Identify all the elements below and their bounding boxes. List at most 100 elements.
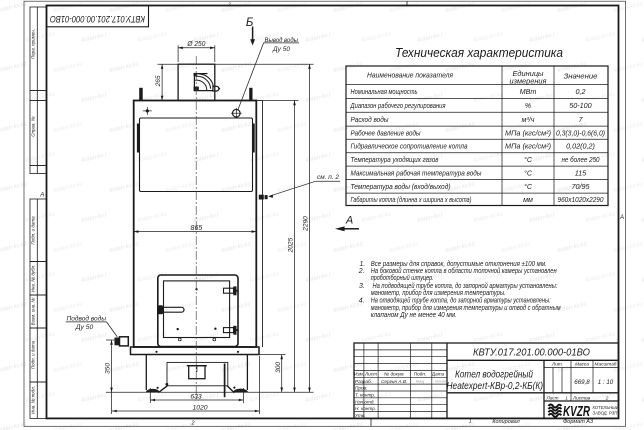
svg-text:На подводящей трубе котла, до: На подводящей трубе котла, до запорной а…	[373, 282, 558, 290]
svg-text:Максимальная рабочая температу: Максимальная рабочая температура воды	[351, 169, 483, 178]
svg-text:0,02(0,2): 0,02(0,2)	[566, 142, 595, 151]
svg-text:669,8: 669,8	[574, 379, 590, 386]
svg-text:Утв.: Утв.	[355, 413, 366, 418]
svg-text:Перв. примен.: Перв. примен.	[30, 29, 35, 59]
svg-text:Техническая характеристика: Техническая характеристика	[395, 45, 563, 60]
svg-text:Лист: Лист	[364, 372, 377, 377]
svg-text:865: 865	[191, 225, 203, 232]
svg-text:Инв. № дубл.: Инв. № дубл.	[30, 265, 35, 293]
svg-text:2: 2	[227, 1, 231, 6]
svg-text:50-100: 50-100	[569, 101, 591, 110]
svg-text:0,3(3,0)-0,6(6,0): 0,3(3,0)-0,6(6,0)	[556, 128, 605, 137]
svg-text:ЗАВОД. РЗП: ЗАВОД. РЗП	[593, 410, 619, 415]
svg-text:7: 7	[579, 115, 584, 124]
svg-text:Heatexpert-КВр-0,2-КБ(К): Heatexpert-КВр-0,2-КБ(К)	[447, 381, 544, 392]
svg-text:Пров.: Пров.	[355, 386, 367, 391]
svg-text:2: 2	[605, 395, 609, 400]
svg-text:1: 1	[469, 418, 472, 424]
svg-text:мм: мм	[523, 195, 533, 204]
svg-text:не более 250: не более 250	[562, 155, 600, 164]
svg-text:2: 2	[190, 421, 194, 427]
svg-text:1 : 10: 1 : 10	[598, 379, 614, 386]
svg-text:633: 633	[190, 393, 202, 400]
svg-text:Номинальная мощность: Номинальная мощность	[351, 87, 418, 96]
svg-text:2290: 2290	[303, 216, 310, 232]
svg-text:манометр, прибор для измерения: манометр, прибор для измерения температу…	[371, 289, 506, 297]
svg-text:м³/ч: м³/ч	[521, 115, 534, 124]
svg-text:°С: °С	[524, 155, 533, 164]
svg-text:измерения: измерения	[510, 77, 547, 86]
svg-text:115: 115	[575, 169, 587, 178]
svg-text:№ докум.: № докум.	[384, 372, 405, 377]
svg-text:манометр, прибор для измерения: манометр, прибор для измерения температу…	[371, 304, 561, 312]
svg-text:Рабочее давление воды: Рабочее давление воды	[351, 128, 422, 137]
svg-text:Справ. №: Справ. №	[30, 116, 35, 137]
svg-text:Лист: Лист	[545, 395, 558, 400]
svg-text:Наименование показателя: Наименование показателя	[367, 71, 453, 80]
svg-text:А: А	[345, 214, 353, 226]
svg-text:Подвод воды: Подвод воды	[67, 314, 107, 322]
svg-text:°С: °С	[524, 169, 533, 178]
svg-text:МПа (кгс/см²): МПа (кгс/см²)	[505, 128, 551, 137]
svg-text:Гидравлическое сопротивление к: Гидравлическое сопротивление котла	[351, 142, 468, 151]
svg-text:Дата: Дата	[431, 372, 445, 377]
svg-text:265: 265	[155, 75, 162, 87]
svg-text:0,2: 0,2	[576, 87, 586, 96]
svg-text:2.: 2.	[358, 268, 365, 275]
svg-text:Копировал: Копировал	[492, 419, 519, 425]
svg-text:проботборный штуцер.: проботборный штуцер.	[371, 274, 434, 282]
svg-text:КОТЕЛЬНЫЙ: КОТЕЛЬНЫЙ	[593, 405, 619, 410]
svg-text:МВт: МВт	[520, 87, 537, 96]
svg-text:А: А	[619, 215, 624, 221]
svg-text:Масса: Масса	[575, 362, 589, 367]
svg-text:Формат А3: Формат А3	[563, 419, 594, 425]
svg-text:КВТУ.017.201.00.000-01ВО: КВТУ.017.201.00.000-01ВО	[50, 14, 145, 24]
svg-text:1.: 1.	[360, 261, 366, 268]
svg-text:Единицы: Единицы	[513, 69, 545, 78]
svg-text:пищ: пищ	[416, 379, 424, 384]
svg-text:Н. контр.: Н. контр.	[355, 406, 376, 411]
svg-text:Масштаб: Масштаб	[595, 362, 617, 367]
svg-text:70/95: 70/95	[572, 182, 591, 191]
svg-text:350: 350	[105, 363, 112, 374]
svg-text:Ду 50: Ду 50	[272, 46, 290, 53]
svg-text:А: А	[39, 193, 44, 199]
svg-text:Диапазон рабочего регулировани: Диапазон рабочего регулирования	[350, 101, 446, 110]
svg-text:Сергин А.В.: Сергин А.В.	[381, 379, 407, 384]
svg-text:2025: 2025	[288, 237, 295, 253]
svg-text:На боковой стенке котла в обла: На боковой стенке котла в области топочн…	[371, 267, 557, 275]
svg-text:Температура воды (вход/выход): Температура воды (вход/выход)	[351, 182, 451, 191]
svg-text:Изм.: Изм.	[354, 372, 364, 377]
svg-text:Подп. и дата: Подп. и дата	[30, 340, 35, 369]
svg-text:1: 1	[565, 395, 568, 400]
svg-text:тлит: тлит	[435, 379, 447, 384]
svg-text:Разраб.: Разраб.	[355, 379, 372, 384]
svg-text:Все размеры для справок, допус: Все размеры для справок, допустимые откл…	[371, 260, 547, 268]
svg-text:Т. контр.: Т. контр.	[355, 393, 375, 398]
svg-text:Взам. инв. №: Взам. инв. №	[30, 297, 35, 325]
svg-text:Ду 50: Ду 50	[75, 324, 94, 331]
svg-text:МПа (кгс/см²): МПа (кгс/см²)	[505, 142, 551, 151]
svg-text:Нач.отд.: Нач.отд.	[355, 399, 375, 404]
svg-text:4.: 4.	[359, 298, 365, 305]
svg-text:%: %	[525, 101, 532, 110]
svg-text:Габариты котла (длинна х ширин: Габариты котла (длинна х ширина х высота…	[351, 195, 472, 204]
svg-text:Б: Б	[246, 17, 254, 29]
svg-text:960х1020х2290: 960х1020х2290	[558, 195, 604, 204]
svg-text:КВТУ.017.201.00.000-01ВО: КВТУ.017.201.00.000-01ВО	[473, 347, 590, 359]
svg-text:Подп. и дата: Подп. и дата	[30, 216, 35, 245]
svg-text:KVZR: KVZR	[563, 404, 590, 420]
svg-text:Инв. № подл.: Инв. № подл.	[30, 386, 35, 414]
svg-text:Подп.: Подп.	[414, 372, 426, 377]
svg-text:1020: 1020	[192, 405, 207, 412]
svg-text:Ø 250: Ø 250	[186, 41, 205, 48]
svg-text:3.: 3.	[359, 283, 365, 290]
svg-text:клапаном Ду не менее 40 мм.: клапаном Ду не менее 40 мм.	[371, 312, 457, 319]
svg-text:°С: °С	[524, 182, 533, 191]
svg-text:Лит.: Лит.	[551, 362, 563, 367]
svg-text:Листов: Листов	[572, 395, 591, 400]
svg-text:Расход воды: Расход воды	[351, 115, 390, 124]
svg-text:см. п. 2: см. п. 2	[317, 174, 339, 181]
svg-text:Температура уходящих газов: Температура уходящих газов	[351, 155, 439, 164]
svg-text:Котел водогрейный: Котел водогрейный	[455, 370, 533, 381]
